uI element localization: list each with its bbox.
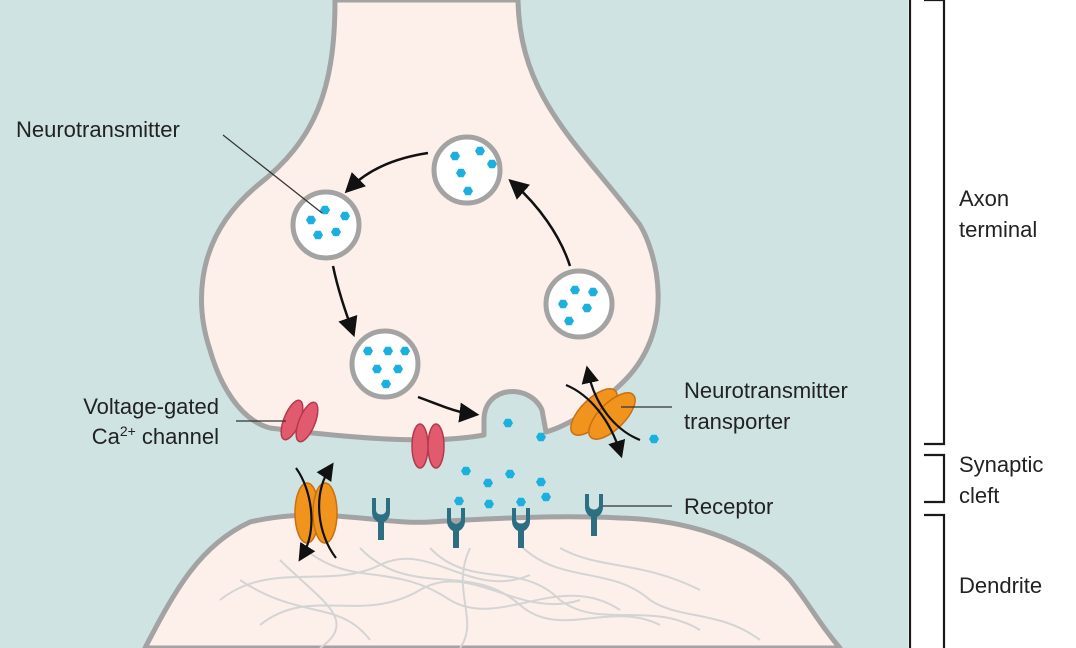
receptor <box>372 498 390 540</box>
axon-terminal-label-line2: terminal <box>959 217 1037 242</box>
receptor <box>585 494 603 536</box>
synaptic-cleft-label-line2: cleft <box>959 483 999 508</box>
synaptic-cleft-label-line1: Synaptic <box>959 452 1043 477</box>
calcium-channel <box>280 399 319 443</box>
vesicle <box>290 189 362 261</box>
vgcc-superscript: 2+ <box>120 423 136 439</box>
vgcc-label-line1: Voltage-gated <box>83 394 219 419</box>
cytoskeleton-filaments <box>219 544 761 648</box>
vesicle <box>431 134 503 206</box>
axon-terminal-label-line1: Axon <box>959 186 1009 211</box>
vgcc-ca-text: Ca <box>92 424 121 449</box>
transporter-axon <box>565 365 641 459</box>
vesicle <box>349 328 421 400</box>
transporter-label-line1: Neurotransmitter <box>684 378 848 403</box>
receptor-label: Receptor <box>684 494 773 519</box>
vesicle-cycle-arrows <box>331 151 572 423</box>
region-bracket <box>908 0 946 648</box>
receptor <box>447 508 465 548</box>
neurotransmitter-leader <box>222 134 323 214</box>
vgcc-rest-text: channel <box>136 424 219 449</box>
axon-terminal <box>199 0 661 443</box>
transporter-label-line2: transporter <box>684 409 790 434</box>
vgcc-label-line2: Ca2+ channel <box>92 423 219 449</box>
receptor <box>512 508 530 548</box>
vesicle <box>543 268 615 340</box>
neurotransmitter-label: Neurotransmitter <box>16 117 180 142</box>
dendrite-label: Dendrite <box>959 573 1042 598</box>
calcium-channel <box>411 423 445 469</box>
transporter-dendrite <box>294 462 338 562</box>
